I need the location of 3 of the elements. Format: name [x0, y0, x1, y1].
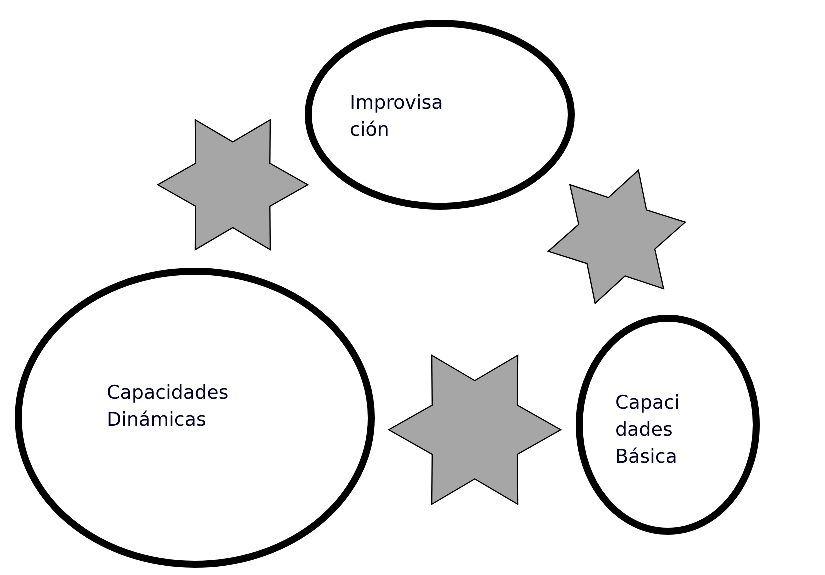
- ellipse-node: Capacidades Dinámicas: [15, 268, 375, 568]
- ellipse-node: Capaci dades Básica: [576, 314, 760, 535]
- ellipse-node: Improvisa ción: [305, 20, 575, 210]
